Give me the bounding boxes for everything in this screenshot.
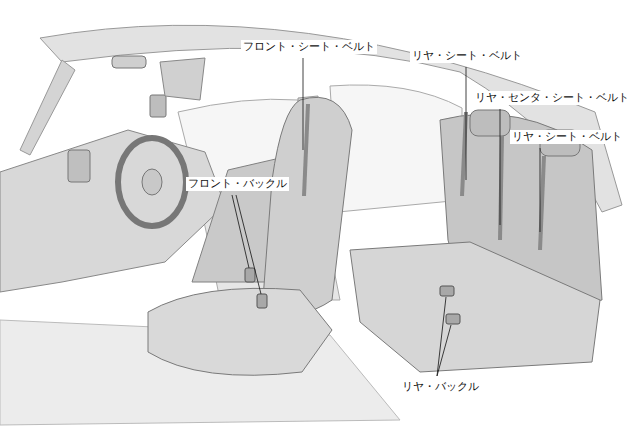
- part-label: リヤ・シート・ベルト: [410, 49, 524, 63]
- part-label: リヤ・バックル: [400, 380, 481, 394]
- part-label: リヤ・センタ・シート・ベルト: [473, 91, 631, 105]
- part-label: フロント・バックル: [186, 177, 289, 191]
- part-label: フロント・シート・ベルト: [241, 40, 377, 54]
- part-label: リヤ・シート・ベルト: [510, 130, 624, 144]
